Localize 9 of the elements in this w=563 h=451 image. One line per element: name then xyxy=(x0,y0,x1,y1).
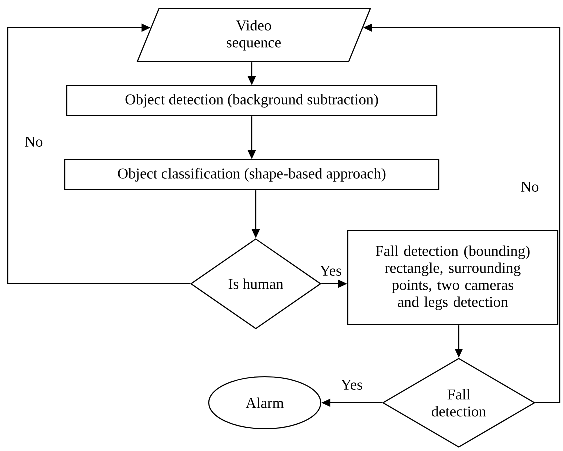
process-box: Object classification (shape-based approach) xyxy=(64,159,440,191)
edge-label: Yes xyxy=(319,265,343,277)
edge-label: Yes xyxy=(340,379,364,391)
edge-label: No xyxy=(24,136,44,148)
process-box: Fall detection (bounding) rectangle, surrounding points, two cameras and legs detection xyxy=(347,230,559,326)
edge-label: No xyxy=(520,181,540,193)
input-parallelogram: Video sequence xyxy=(136,8,372,63)
arrow xyxy=(7,24,190,285)
process-box: Object detection (background subtraction) xyxy=(66,85,438,117)
